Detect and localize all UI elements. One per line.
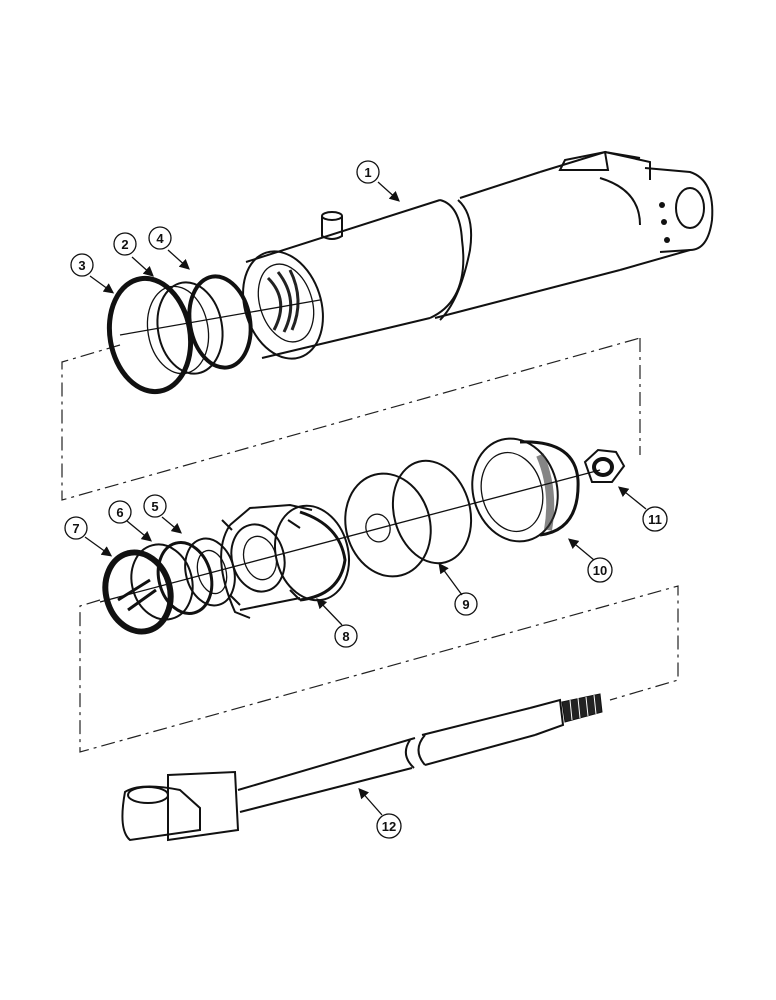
gland-ring-icon — [146, 281, 224, 375]
callout-2: 2 — [113, 232, 137, 256]
o-ring-icon-4 — [187, 274, 253, 370]
callout-12-label: 12 — [382, 819, 396, 834]
callout-9: 9 — [454, 592, 478, 616]
callout-3: 3 — [70, 253, 94, 277]
wiper-seal-icon — [102, 543, 194, 635]
callout-11-label: 11 — [648, 512, 662, 527]
callout-12: 12 — [376, 813, 402, 839]
callout-3-label: 3 — [78, 258, 85, 273]
callout-6-label: 6 — [116, 505, 123, 520]
center-axis-lines — [99, 299, 601, 603]
assembly-dash-lines — [61, 337, 679, 753]
callout-2-label: 2 — [121, 237, 128, 252]
piston-rod-icon — [121, 693, 603, 842]
cylinder-barrel-icon — [242, 150, 714, 360]
callout-1: 1 — [356, 160, 380, 184]
callout-5: 5 — [143, 494, 167, 518]
o-ring-icon-6 — [156, 541, 214, 615]
callout-5-label: 5 — [151, 499, 158, 514]
retaining-ring-icon — [106, 275, 194, 395]
callout-8-label: 8 — [342, 629, 349, 644]
callout-10-label: 10 — [593, 563, 607, 578]
piston-seal-icon — [344, 459, 473, 578]
callout-4: 4 — [148, 226, 172, 250]
callout-8: 8 — [334, 624, 358, 648]
callout-1-label: 1 — [364, 165, 371, 180]
callout-10: 10 — [587, 557, 613, 583]
gland-icon — [220, 503, 350, 619]
callout-6: 6 — [108, 500, 132, 524]
callout-9-label: 9 — [462, 597, 469, 612]
callout-7: 7 — [64, 516, 88, 540]
callout-4-label: 4 — [156, 231, 164, 246]
piston-icon — [471, 437, 580, 543]
callout-11: 11 — [642, 506, 668, 532]
leader-arrows — [84, 181, 647, 816]
lock-nut-icon — [583, 448, 626, 483]
callout-7-label: 7 — [72, 521, 79, 536]
